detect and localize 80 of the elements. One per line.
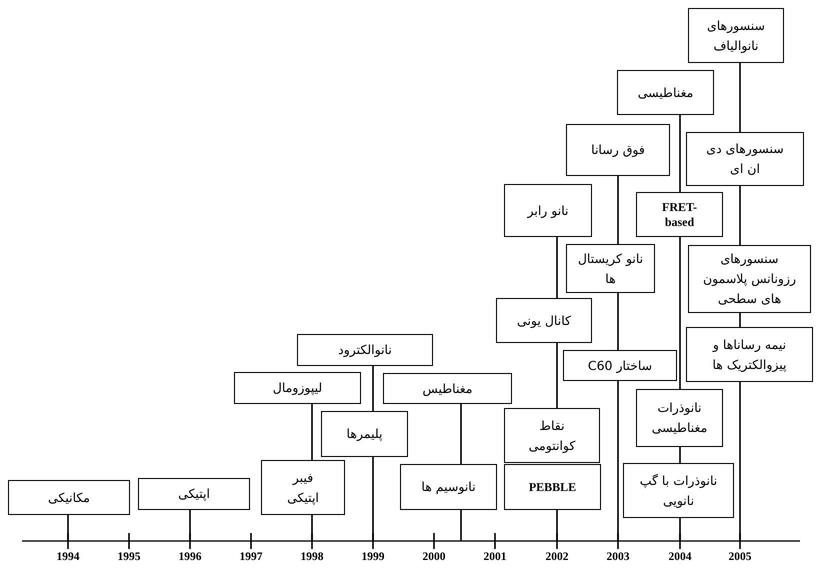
- box-label: نیمه رساناها و پیزوالکتریک ها: [711, 336, 788, 374]
- connector-line: [679, 447, 681, 463]
- timeline-box: [504, 464, 601, 510]
- year-label: 1995: [118, 551, 140, 563]
- box-label: مغناطیسی: [638, 84, 694, 102]
- timeline-box: [686, 327, 813, 382]
- connector-line: [189, 510, 191, 541]
- year-label: 1997: [240, 551, 262, 563]
- timeline-box: [234, 372, 361, 404]
- box-label: نانوسیم ها: [421, 478, 476, 496]
- box-label: نانوالکترود: [338, 341, 392, 359]
- year-label: 1999: [362, 551, 384, 563]
- box-label: سنسورهای دی ان ای: [705, 140, 785, 178]
- year-label: 1994: [56, 551, 80, 563]
- connector-line: [739, 382, 741, 541]
- timeline-box: [400, 464, 497, 510]
- connector-line: [460, 510, 462, 541]
- timeline-box: [8, 480, 130, 515]
- box-label: نانو کریستال ها: [576, 250, 644, 288]
- connector-line: [739, 313, 741, 327]
- year-label: 2002: [546, 551, 568, 563]
- timeline-box: [688, 245, 811, 313]
- timeline-box: [688, 8, 784, 63]
- timeline-box: [261, 460, 345, 515]
- box-label: PEBBLE: [528, 480, 576, 494]
- connector-line: [617, 381, 619, 541]
- box-label: نانوذرات مغناطیسی: [650, 399, 708, 437]
- box-label: پلیمرها: [346, 425, 382, 443]
- year-label: 2004: [668, 551, 692, 563]
- connector-line: [311, 515, 313, 541]
- connector-line: [460, 404, 462, 464]
- year-label: 2001: [484, 551, 506, 563]
- connector-line: [739, 63, 741, 132]
- box-label: نقاط کوانتومی: [528, 416, 576, 455]
- connector-line: [679, 518, 681, 541]
- timeline-box: [566, 124, 670, 176]
- timeline-box: [504, 184, 592, 237]
- box-label: نانو رابر: [527, 202, 569, 220]
- connector-line: [739, 186, 741, 245]
- year-label: 1998: [300, 551, 324, 563]
- timeline-box: [623, 463, 734, 518]
- timeline-box: [636, 192, 723, 237]
- year-label: 2000: [422, 551, 446, 563]
- timeline-box: [496, 298, 592, 343]
- connector-line: [372, 366, 374, 411]
- connector-line: [679, 115, 681, 192]
- timeline-box: [566, 244, 655, 293]
- connector-line: [556, 237, 558, 298]
- connector-line: [311, 404, 313, 460]
- timeline-box: [138, 478, 250, 510]
- box-label: لیپوزومال: [272, 379, 322, 397]
- box-label: مکانیکی: [48, 488, 90, 506]
- connector-line: [679, 237, 681, 389]
- box-label: فیبر اپتیکی: [286, 468, 320, 507]
- timeline-box: [383, 373, 512, 404]
- timeline-box: [504, 408, 600, 463]
- connector-line: [67, 515, 69, 541]
- connector-line: [556, 343, 558, 408]
- box-label: سنسورهای نانوالیاف: [706, 16, 766, 55]
- connector-line: [372, 457, 374, 541]
- year-label: 1996: [178, 551, 202, 563]
- year-label: 2005: [728, 551, 752, 563]
- timeline-box: [297, 334, 433, 366]
- box-label: مغناطیس: [422, 380, 472, 398]
- box-label: ساختار C60: [588, 356, 652, 375]
- connector-line: [556, 510, 558, 541]
- box-label: فوق رسانا: [591, 141, 645, 159]
- timeline-box: [321, 411, 408, 457]
- connector-line: [617, 293, 619, 350]
- timeline-box: [636, 389, 723, 447]
- year-label: 2003: [606, 551, 630, 563]
- timeline-box: [617, 70, 714, 115]
- box-label: نانوذرات با گپ نانویی: [638, 472, 718, 510]
- box-label: سنسورهای رزونانس پلاسمون های سطحی: [702, 250, 798, 308]
- timeline-box: [686, 132, 804, 186]
- timeline-box: [563, 350, 677, 381]
- connector-line: [617, 176, 619, 244]
- box-label: FRET-based: [661, 200, 698, 230]
- box-label: اپتیکی: [178, 485, 210, 503]
- box-label: کانال یونی: [517, 312, 571, 330]
